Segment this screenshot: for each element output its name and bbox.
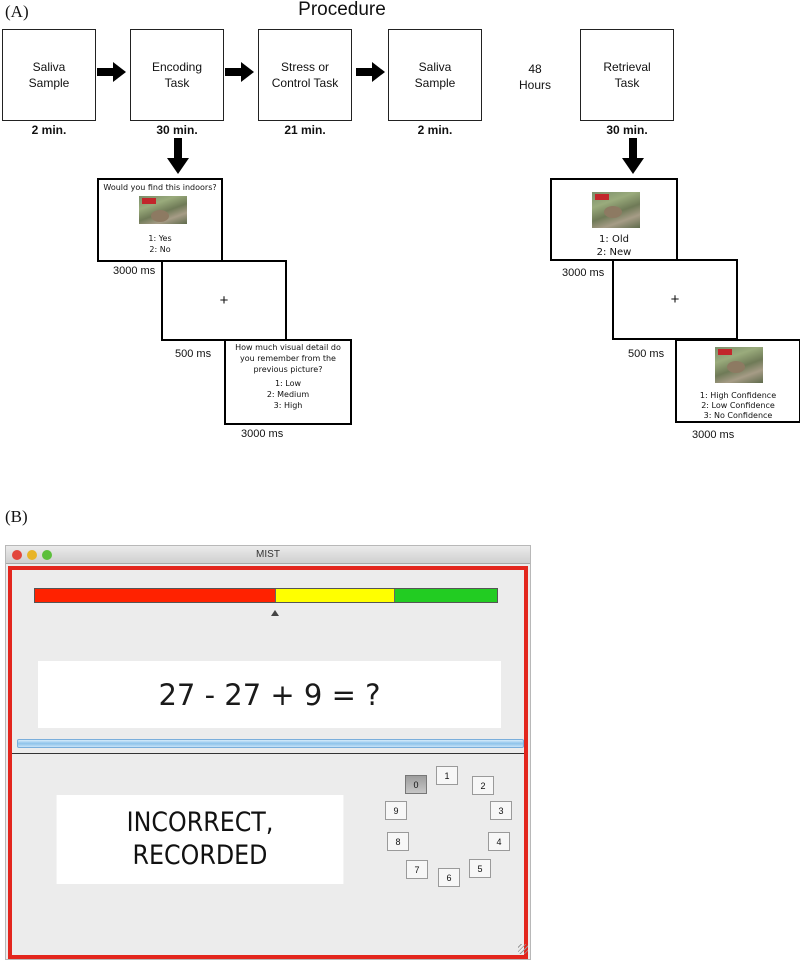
detail-option-high: 3: High	[273, 400, 303, 410]
performance-segment-yellow	[274, 589, 395, 602]
step-time-5: 30 min.	[606, 123, 648, 137]
retrieval-duration-1: 3000 ms	[562, 267, 605, 279]
mist-window: MIST 27 - 27 + 9 = ? INCORRECT, RECORDED…	[5, 545, 531, 960]
step-saliva-sample-1: Saliva Sample	[2, 29, 96, 121]
equation-text: 27 - 27 + 9 = ?	[158, 677, 381, 712]
step-encoding-task: Encoding Task	[130, 29, 224, 121]
visual-detail-line-1: How much visual detail do	[235, 343, 341, 352]
answer-button-3[interactable]: 3	[490, 801, 512, 820]
answer-button-6[interactable]: 6	[438, 868, 460, 887]
arrow-right-icon	[97, 62, 126, 82]
confidence-low: 2: Low Confidence	[701, 401, 775, 410]
retrieval-screen-old-new: 1: Old 2: New	[550, 178, 678, 261]
detail-option-low: 1: Low	[274, 379, 302, 389]
encoding-option-yes: 1: Yes	[148, 234, 172, 243]
stimulus-photo	[139, 196, 187, 224]
answer-button-8[interactable]: 8	[387, 832, 409, 851]
retrieval-duration-2: 500 ms	[628, 348, 665, 360]
window-titlebar: MIST	[6, 546, 530, 564]
retrieval-fixation-screen: +	[612, 259, 738, 340]
encoding-duration-3: 3000 ms	[241, 428, 284, 440]
encoding-duration-1: 3000 ms	[113, 265, 156, 277]
performance-frame: 27 - 27 + 9 = ? INCORRECT, RECORDED 0 1 …	[8, 566, 528, 959]
confidence-high: 1: High Confidence	[699, 391, 777, 400]
answer-button-4[interactable]: 4	[488, 832, 510, 851]
arrow-down-icon	[622, 138, 644, 174]
step-time-1: 2 min.	[31, 123, 67, 137]
answer-button-0[interactable]: 0	[405, 775, 427, 794]
feedback-line-1: INCORRECT,	[126, 807, 274, 839]
close-window-icon[interactable]	[12, 550, 22, 560]
visual-detail-line-2: you remember from the	[240, 353, 336, 363]
retrieval-option-old: 1: Old	[599, 234, 629, 245]
performance-segment-red	[35, 589, 275, 602]
arrow-down-icon	[167, 138, 189, 174]
arrow-right-icon	[356, 62, 385, 82]
performance-marker-icon	[271, 610, 280, 616]
delay-48-hours: 48 Hours	[518, 62, 551, 93]
step-retrieval-task: Retrieval Task	[580, 29, 674, 121]
encoding-question: Would you find this indoors?	[103, 183, 217, 192]
step-time-4: 2 min.	[417, 123, 453, 137]
panel-b-label: (B)	[5, 507, 28, 526]
answer-button-5[interactable]: 5	[469, 859, 491, 878]
fixation-cross: +	[219, 292, 229, 309]
step-saliva-sample-2: Saliva Sample	[388, 29, 482, 121]
time-progress-bar	[17, 739, 524, 748]
answer-button-9[interactable]: 9	[385, 801, 407, 820]
retrieval-screen-confidence: 1: High Confidence 2: Low Confidence 3: …	[675, 339, 800, 423]
flow-arrows	[97, 62, 644, 174]
stimulus-photo	[715, 347, 763, 383]
zoom-window-icon[interactable]	[42, 550, 52, 560]
performance-segment-green	[394, 589, 497, 602]
fixation-cross: +	[670, 291, 680, 308]
retrieval-duration-3: 3000 ms	[692, 429, 735, 441]
retrieval-option-new: 2: New	[596, 247, 632, 258]
equation-display: 27 - 27 + 9 = ?	[38, 661, 501, 728]
encoding-option-no: 2: No	[149, 245, 171, 254]
resize-grip-icon[interactable]	[518, 944, 528, 954]
visual-detail-line-3: previous picture?	[253, 364, 323, 374]
arrow-right-icon	[225, 62, 254, 82]
stimulus-photo	[592, 192, 640, 228]
confidence-none: 3: No Confidence	[703, 411, 773, 420]
window-title: MIST	[256, 549, 280, 560]
answer-button-2[interactable]: 2	[472, 776, 494, 795]
encoding-screen-question: Would you find this indoors? 1: Yes 2: N…	[97, 178, 223, 262]
procedure-title: Procedure	[298, 0, 386, 20]
step-stress-control-task: Stress or Control Task	[258, 29, 352, 121]
minimize-window-icon[interactable]	[27, 550, 37, 560]
performance-bar	[34, 588, 498, 603]
encoding-screen-visual-detail: How much visual detail do you remember f…	[224, 339, 352, 425]
panel-a-label: (A)	[5, 2, 29, 21]
feedback-display: INCORRECT, RECORDED	[56, 795, 344, 884]
encoding-fixation-screen: +	[161, 260, 287, 341]
encoding-duration-2: 500 ms	[175, 348, 212, 360]
step-time-3: 21 min.	[284, 123, 326, 137]
answer-button-1[interactable]: 1	[436, 766, 458, 785]
answer-button-7[interactable]: 7	[406, 860, 428, 879]
detail-option-medium: 2: Medium	[266, 390, 310, 400]
feedback-line-2: RECORDED	[132, 839, 268, 871]
step-time-2: 30 min.	[156, 123, 198, 137]
divider-line	[12, 753, 524, 754]
